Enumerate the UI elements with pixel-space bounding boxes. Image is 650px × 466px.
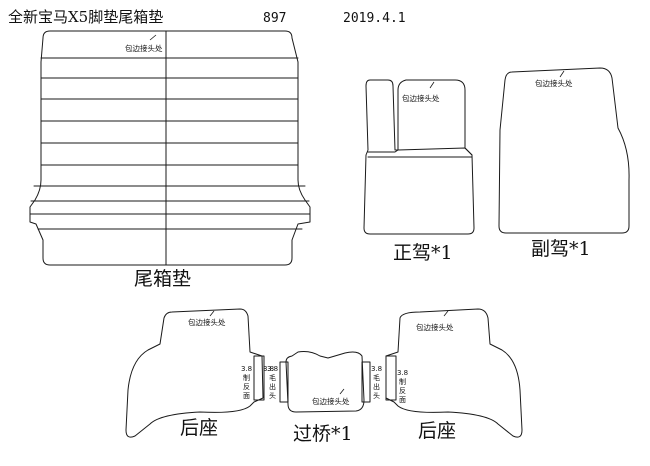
rear-left-mat: 包边接头处 3.8 制 反 面 3.8 毛 出 头 后座 bbox=[125, 308, 278, 439]
bridge-right-spec-c: 出 bbox=[373, 382, 380, 391]
trunk-mat: 包边接头处 尾箱垫 bbox=[29, 30, 311, 290]
rear-right-label: 后座 bbox=[418, 420, 456, 442]
rear-right-spec-d: 面 bbox=[399, 396, 406, 404]
bridge-right-flap bbox=[361, 361, 371, 403]
driver-mat: 包边接头处 正驾*1 bbox=[363, 79, 475, 264]
rear-right-spec-a: 3.8 bbox=[397, 369, 408, 377]
rear-left-spec2-a: 3.8 bbox=[267, 365, 278, 373]
rear-left-spec-a: 3.8 bbox=[241, 365, 252, 373]
passenger-label: 副驾*1 bbox=[531, 238, 591, 260]
rear-right-note-pointer bbox=[443, 310, 449, 317]
rear-left-mat-outline bbox=[125, 308, 264, 438]
bridge-mat: 包边接头处 3.8 3.8 毛 出 头 过桥*1 bbox=[263, 351, 382, 445]
bridge-right-spec-d: 头 bbox=[373, 391, 380, 400]
rear-left-spec-b: 制 bbox=[243, 373, 250, 382]
bridge-label: 过桥*1 bbox=[293, 423, 353, 445]
trunk-label: 尾箱垫 bbox=[134, 268, 191, 290]
rear-left-side-flap bbox=[253, 355, 265, 401]
sheet-code: 897 bbox=[263, 11, 286, 26]
passenger-note-pointer bbox=[559, 70, 565, 78]
rear-right-mat-outline bbox=[385, 308, 523, 438]
bridge-note-pointer bbox=[339, 388, 345, 395]
sheet-date: 2019.4.1 bbox=[343, 11, 406, 26]
driver-heel-line bbox=[367, 147, 473, 156]
driver-note: 包边接头处 bbox=[402, 93, 440, 103]
passenger-mat: 包边接头处 副驾*1 bbox=[498, 67, 630, 260]
rear-left-spec2-c: 出 bbox=[269, 382, 276, 391]
trunk-note-pointer bbox=[149, 34, 157, 41]
driver-note-pointer bbox=[429, 81, 435, 89]
rear-left-note: 包边接头处 bbox=[188, 317, 226, 327]
trunk-mat-outline bbox=[29, 30, 311, 266]
driver-label: 正驾*1 bbox=[393, 242, 453, 264]
rear-left-spec2-b: 毛 bbox=[269, 373, 276, 382]
sheet-title: 全新宝马X5脚垫尾箱垫 bbox=[8, 8, 163, 26]
rear-right-side-flap bbox=[385, 355, 397, 401]
bridge-right-spec-b: 毛 bbox=[373, 373, 380, 382]
passenger-note: 包边接头处 bbox=[535, 78, 573, 88]
rear-left-spec-d: 面 bbox=[243, 392, 250, 400]
rear-left-note-pointer bbox=[209, 310, 215, 317]
rear-right-note: 包边接头处 bbox=[416, 322, 454, 332]
passenger-mat-outline bbox=[498, 67, 630, 234]
bridge-note: 包边接头处 bbox=[312, 396, 350, 406]
bridge-left-spec-a: 3.8 bbox=[263, 365, 274, 373]
trunk-note: 包边接头处 bbox=[125, 43, 163, 53]
bridge-right-spec-a: 3.8 bbox=[371, 365, 382, 373]
rear-right-mat: 包边接头处 3.8 制 反 面 后座 bbox=[385, 308, 523, 442]
rear-left-spec-c: 反 bbox=[243, 382, 250, 391]
rear-right-spec-b: 制 bbox=[399, 377, 406, 386]
rear-left-spec2-d: 头 bbox=[269, 391, 276, 400]
bridge-left-flap bbox=[279, 361, 289, 403]
rear-left-label: 后座 bbox=[180, 417, 218, 439]
rear-right-spec-c: 反 bbox=[399, 386, 406, 395]
